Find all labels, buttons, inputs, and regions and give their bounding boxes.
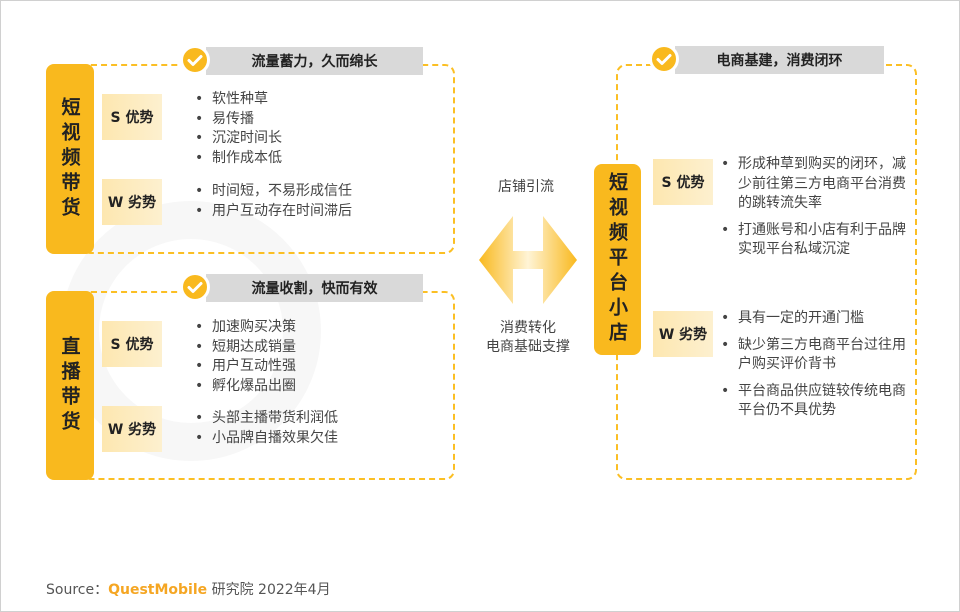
list-item: 打通账号和小店有利于品牌实现平台私域沉淀: [721, 221, 913, 260]
weakness-tag: W 劣势: [102, 406, 162, 452]
list-item: 软性种草: [195, 90, 282, 110]
short-video-header: 流量蓄力，久而绵长: [206, 47, 423, 75]
list-item: 用户互动存在时间滞后: [195, 202, 352, 222]
strength-tag: S 优势: [653, 159, 713, 205]
list-item: 时间短，不易形成信任: [195, 182, 352, 202]
source-prefix: Source：: [46, 582, 109, 598]
double-arrow-icon: [479, 216, 577, 304]
list-item: 具有一定的开通门槛: [721, 309, 913, 329]
source-brand: QuestMobile: [108, 582, 208, 598]
list-item: 形成种草到购买的闭环，减少前往第三方电商平台消费的跳转流失率: [721, 155, 913, 214]
weakness-list: 头部主播带货利润低 小品牌自播效果欠佳: [195, 409, 338, 448]
weakness-tag: W 劣势: [102, 179, 162, 225]
list-item: 沉淀时间长: [195, 129, 282, 149]
list-item: 短期达成销量: [195, 338, 296, 358]
short-video-label: 短视频带货: [46, 64, 94, 254]
strength-tag: S 优势: [102, 321, 162, 367]
list-item: 头部主播带货利润低: [195, 409, 338, 429]
check-icon: [649, 44, 679, 74]
strength-tag: S 优势: [102, 94, 162, 140]
list-item: 平台商品供应链较传统电商平台仍不具优势: [721, 382, 913, 421]
list-item: 易传播: [195, 110, 282, 130]
store-traffic-text: 店铺引流: [498, 179, 554, 195]
list-item: 缺少第三方电商平台过往用户购买评价背书: [721, 336, 913, 375]
weakness-list: 时间短，不易形成信任 用户互动存在时间滞后: [195, 182, 352, 221]
check-icon: [180, 45, 210, 75]
list-item: 小品牌自播效果欠佳: [195, 429, 338, 449]
conversion-line2: 电商基础支撑: [486, 339, 570, 355]
conversion-line1: 消费转化: [500, 320, 556, 336]
weakness-list: 具有一定的开通门槛 缺少第三方电商平台过往用户购买评价背书 平台商品供应链较传统…: [721, 309, 913, 421]
list-item: 孵化爆品出圈: [195, 377, 296, 397]
check-icon: [180, 272, 210, 302]
list-item: 加速购买决策: [195, 318, 296, 338]
source-note: Source：QuestMobile 研究院 2022年4月: [46, 579, 331, 599]
shop-header: 电商基建，消费闭环: [675, 46, 884, 74]
strength-list: 软性种草 易传播 沉淀时间长 制作成本低: [195, 90, 282, 168]
source-suffix: 研究院 2022年4月: [207, 582, 331, 598]
live-stream-label: 直播带货: [46, 291, 94, 480]
conversion-text: 消费转化 电商基础支撑: [466, 319, 590, 357]
list-item: 用户互动性强: [195, 357, 296, 377]
list-item: 制作成本低: [195, 149, 282, 169]
weakness-tag: W 劣势: [653, 311, 713, 357]
shop-label: 短视频平台小店: [594, 164, 641, 355]
strength-list: 加速购买决策 短期达成销量 用户互动性强 孵化爆品出圈: [195, 318, 296, 396]
strength-list: 形成种草到购买的闭环，减少前往第三方电商平台消费的跳转流失率 打通账号和小店有利…: [721, 155, 913, 260]
live-stream-header: 流量收割，快而有效: [206, 274, 423, 302]
